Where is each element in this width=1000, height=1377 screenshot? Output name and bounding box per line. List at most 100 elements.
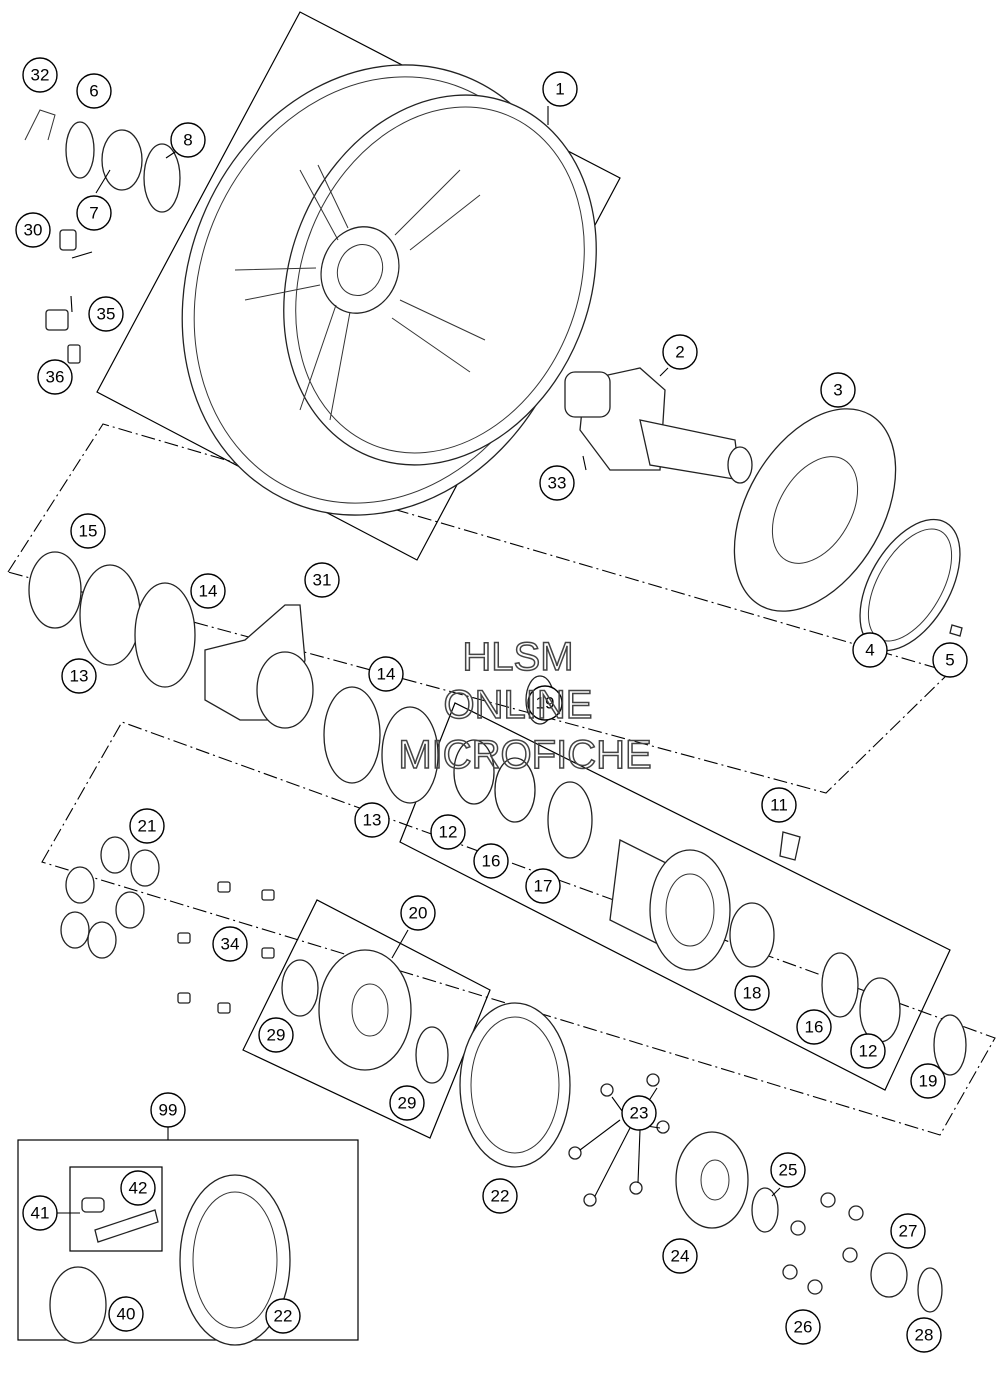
valve-30 [59,229,77,251]
svg-text:23: 23 [630,1104,649,1123]
front-sprocket-40 [49,1266,107,1344]
svg-text:16: 16 [805,1018,824,1037]
svg-text:19: 19 [919,1072,938,1091]
circlip-6 [65,121,95,179]
seal-29-left [281,959,319,1017]
rear-hub-body [609,839,731,971]
chain-sub-frame [69,1166,163,1252]
callout-6: 6 [76,73,112,109]
tone-ring-screw [949,624,963,637]
callout-30: 30 [15,212,51,248]
rubber-dampers-21 [60,836,160,959]
callout-25: 25 [770,1152,806,1188]
seal-12-right [859,977,901,1043]
sprocket-adapter-24-bore [700,1159,730,1201]
rear-sprocket-22-kit [179,1174,291,1346]
svg-text:42: 42 [129,1179,148,1198]
chain-link-42 [81,1197,105,1213]
callout-5: 5 [932,642,968,678]
svg-text:20: 20 [409,904,428,923]
rear-axle-flange [564,367,753,484]
svg-text:26: 26 [794,1318,813,1337]
svg-text:22: 22 [491,1187,510,1206]
callout-14-left: 14 [190,573,226,609]
callout-35: 35 [88,296,124,332]
circlip-16-left [494,757,536,823]
svg-text:15: 15 [79,522,98,541]
svg-text:6: 6 [89,82,98,101]
bearing-17 [547,781,593,859]
callout-13-left: 13 [61,658,97,694]
svg-text:19: 19 [536,694,555,713]
svg-text:22: 22 [274,1307,293,1326]
sprocket-carrier-20 [318,949,412,1071]
svg-text:34: 34 [221,935,240,954]
bolts-34 [177,881,275,1014]
svg-text:30: 30 [24,221,43,240]
callout-12-right: 12 [850,1033,886,1069]
callout-99: 99 [150,1092,186,1128]
sprocket-carrier-group-frame [242,899,491,1139]
svg-text:2: 2 [675,343,684,362]
brake-caliper-carrier-31 [204,604,314,729]
svg-text:40: 40 [117,1305,136,1324]
pressure-sensor-35 [45,309,69,331]
brake-disc [733,408,897,612]
callout-21: 21 [129,808,165,844]
svg-text:99: 99 [159,1101,178,1120]
svg-text:31: 31 [313,571,332,590]
svg-text:33: 33 [548,474,567,493]
svg-text:MICROFICHE: MICROFICHE [398,733,651,777]
svg-text:12: 12 [859,1042,878,1061]
ring-14-right [323,686,381,784]
drive-chain-41 [94,1209,159,1243]
svg-text:13: 13 [363,811,382,830]
callout-2: 2 [662,334,698,370]
spring-clip-32 [24,109,56,141]
callout-19-right: 19 [910,1063,946,1099]
callout-40: 40 [108,1296,144,1332]
bolt-11 [779,831,801,861]
svg-text:25: 25 [779,1161,798,1180]
rear-wheel-rim [181,64,597,516]
svg-text:14: 14 [199,582,218,601]
svg-text:35: 35 [97,305,116,324]
svg-text:28: 28 [915,1326,934,1345]
svg-text:3: 3 [833,381,842,400]
callout-18: 18 [734,975,770,1011]
svg-text:13: 13 [70,667,89,686]
callout-7: 7 [76,195,112,231]
callout-15: 15 [70,513,106,549]
callout-29-right: 29 [389,1085,425,1121]
svg-text:HLSM: HLSM [462,635,573,679]
sprocket-adapter-24 [675,1131,749,1229]
shim-8 [143,143,181,213]
circlip-15 [28,551,82,629]
callout-11: 11 [761,787,797,823]
callout-33: 33 [539,465,575,501]
callout-4: 4 [852,632,888,668]
callout-28: 28 [906,1317,942,1353]
svg-text:21: 21 [138,817,157,836]
callout-34: 34 [212,926,248,962]
callout-19-top: 19 [527,685,563,721]
rear-sprocket-22-kit-inner [192,1191,278,1329]
callout-36: 36 [37,359,73,395]
spacer-19 [933,1014,967,1076]
circlip-28 [917,1267,943,1313]
washer-25 [751,1187,779,1233]
svg-text:27: 27 [899,1222,918,1241]
nut-27 [870,1252,908,1298]
callout-42: 42 [120,1170,156,1206]
hub-group-dashed-frame [41,721,996,1136]
svg-text:4: 4 [865,641,874,660]
svg-text:17: 17 [534,877,553,896]
ring-13-left [79,564,141,666]
callout-14-right: 14 [368,656,404,692]
callout-1: 1 [542,71,578,107]
callout-22-center: 22 [482,1178,518,1214]
svg-text:16: 16 [482,852,501,871]
callout-41: 41 [22,1195,58,1231]
svg-text:36: 36 [46,368,65,387]
